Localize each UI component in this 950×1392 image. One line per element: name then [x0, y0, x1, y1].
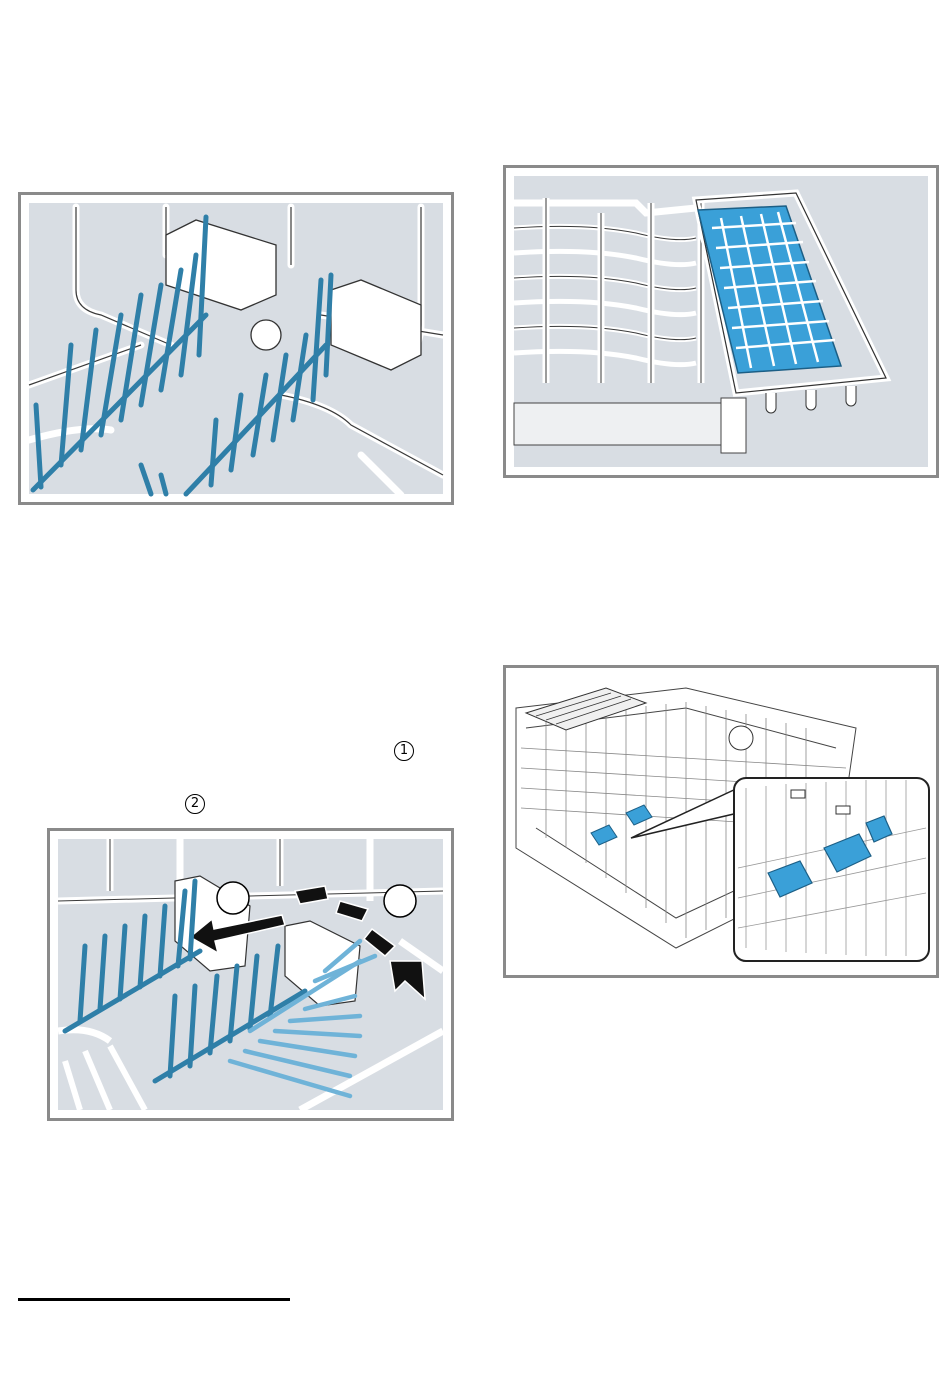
cutlery-tray-illustration [506, 168, 936, 475]
figure-rack-inset [503, 665, 939, 978]
figure-tines-closeup [18, 192, 454, 505]
figure-cutlery-tray [503, 165, 939, 478]
remove-tines-illustration [50, 831, 451, 1118]
rack-tines-illustration [21, 195, 451, 502]
callout-1-marker: 1 [394, 741, 414, 761]
callout-2-marker: 2 [185, 794, 205, 814]
rack-inset-illustration [506, 668, 936, 975]
figure-remove-tines [47, 828, 454, 1121]
footnote-separator [18, 1298, 290, 1301]
